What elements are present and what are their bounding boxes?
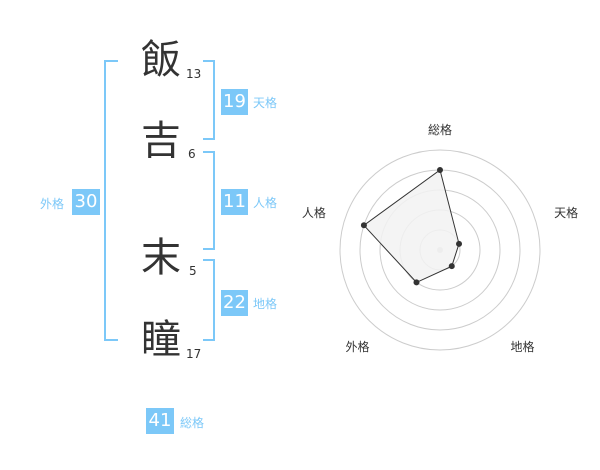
name-char-3: 末 [141, 235, 181, 281]
soukaku-label: 総格 [180, 416, 205, 430]
soukaku-badge: 41 [146, 408, 174, 434]
stroke-count-1: 13 [186, 67, 202, 81]
radar-axis-label: 地格 [511, 339, 535, 354]
chikaku-bracket [203, 259, 215, 341]
radar-point [448, 263, 455, 270]
radar-axis-label: 総格 [428, 122, 452, 137]
radar-grid-ring [339, 149, 541, 351]
stroke-count-3: 5 [189, 264, 197, 278]
stroke-count-2: 6 [188, 147, 196, 161]
gaikaku-label: 外格 [40, 197, 65, 211]
tenkaku-bracket [203, 60, 215, 140]
chikaku-label: 地格 [253, 297, 278, 311]
name-char-4: 瞳 [141, 317, 181, 363]
radar-point [413, 279, 420, 286]
jinkaku-badge: 11 [221, 189, 248, 215]
jinkaku-label: 人格 [253, 196, 278, 210]
radar-point [437, 167, 443, 173]
gaikaku-badge: 30 [72, 189, 100, 215]
stroke-count-4: 17 [186, 347, 202, 361]
tenkaku-badge: 19 [221, 89, 248, 115]
radar-point [456, 240, 463, 247]
radar-axis-label: 外格 [345, 339, 369, 354]
radar-axis-label: 人格 [302, 205, 326, 220]
radar-axis-label: 天格 [554, 205, 578, 220]
name-char-1: 飯 [141, 37, 181, 83]
chikaku-badge: 22 [221, 290, 248, 316]
radar-series-area [363, 169, 460, 284]
tenkaku-label: 天格 [253, 96, 278, 110]
name-char-2: 吉 [141, 118, 181, 164]
radar-point [360, 222, 367, 229]
gaikaku-bracket [104, 60, 118, 341]
jinkaku-bracket [203, 151, 215, 250]
